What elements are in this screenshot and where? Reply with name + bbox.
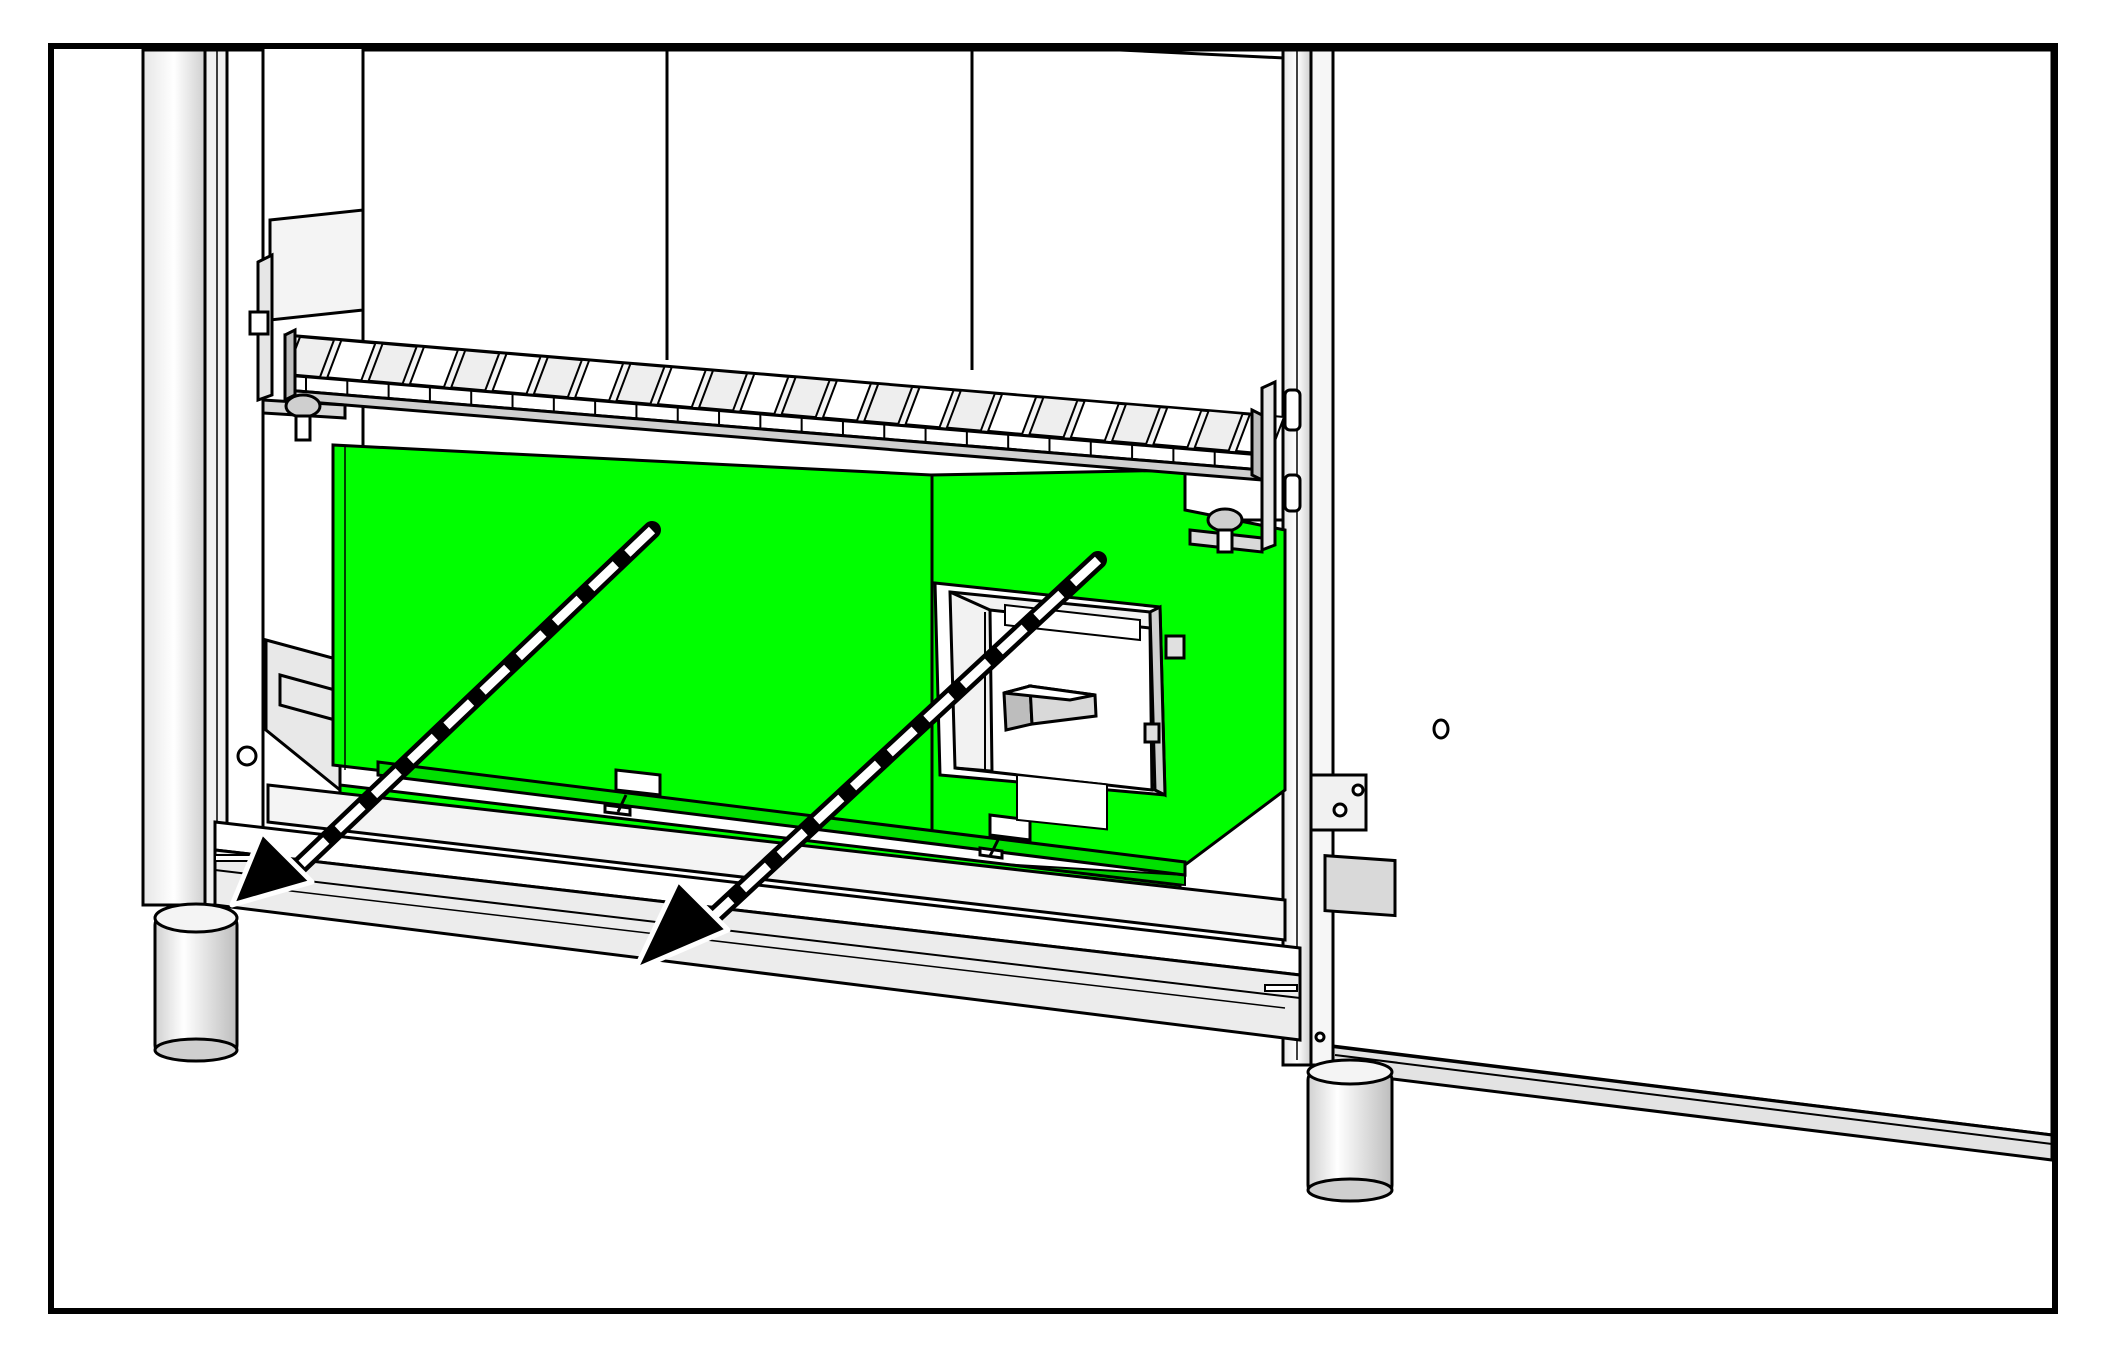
comb-tooth [862, 382, 914, 425]
right-door [1318, 48, 2054, 1162]
comb-tooth [449, 349, 501, 392]
cable-tray [283, 327, 1286, 483]
comb-tooth [904, 386, 955, 429]
comb-tooth [1151, 406, 1203, 449]
comb-tooth [780, 376, 832, 419]
comb-tooth [986, 392, 1038, 435]
comb-tooth [1069, 399, 1121, 442]
breaker-handle-icon [1002, 684, 1098, 732]
comb-tooth [697, 369, 749, 412]
arrow-icon [229, 521, 1107, 973]
left-braces [264, 638, 342, 794]
right-frame-post [1281, 48, 1335, 1067]
comb-tooth [1193, 409, 1245, 452]
right-bracket [1188, 379, 1302, 554]
comb-tooth [738, 372, 790, 415]
panel-tabs [603, 768, 1032, 860]
door-latch [1309, 718, 1450, 918]
comb-tooth [615, 362, 666, 405]
comb-tooth [1028, 396, 1079, 439]
comb-tooth [491, 352, 542, 395]
comb-tooth [408, 345, 460, 389]
comb-tooth [325, 339, 377, 382]
comb-tooth [367, 342, 419, 385]
comb-tooth [573, 359, 625, 402]
comb-tooth [1110, 402, 1162, 446]
comb-tooth [945, 389, 997, 432]
left-frame-post [141, 48, 265, 907]
leveling-foot-icon [153, 902, 1394, 1203]
comb-tooth [821, 379, 873, 422]
comb-tooth [656, 366, 708, 409]
bolt-icon [284, 393, 1244, 554]
comb-tooth [532, 356, 584, 399]
